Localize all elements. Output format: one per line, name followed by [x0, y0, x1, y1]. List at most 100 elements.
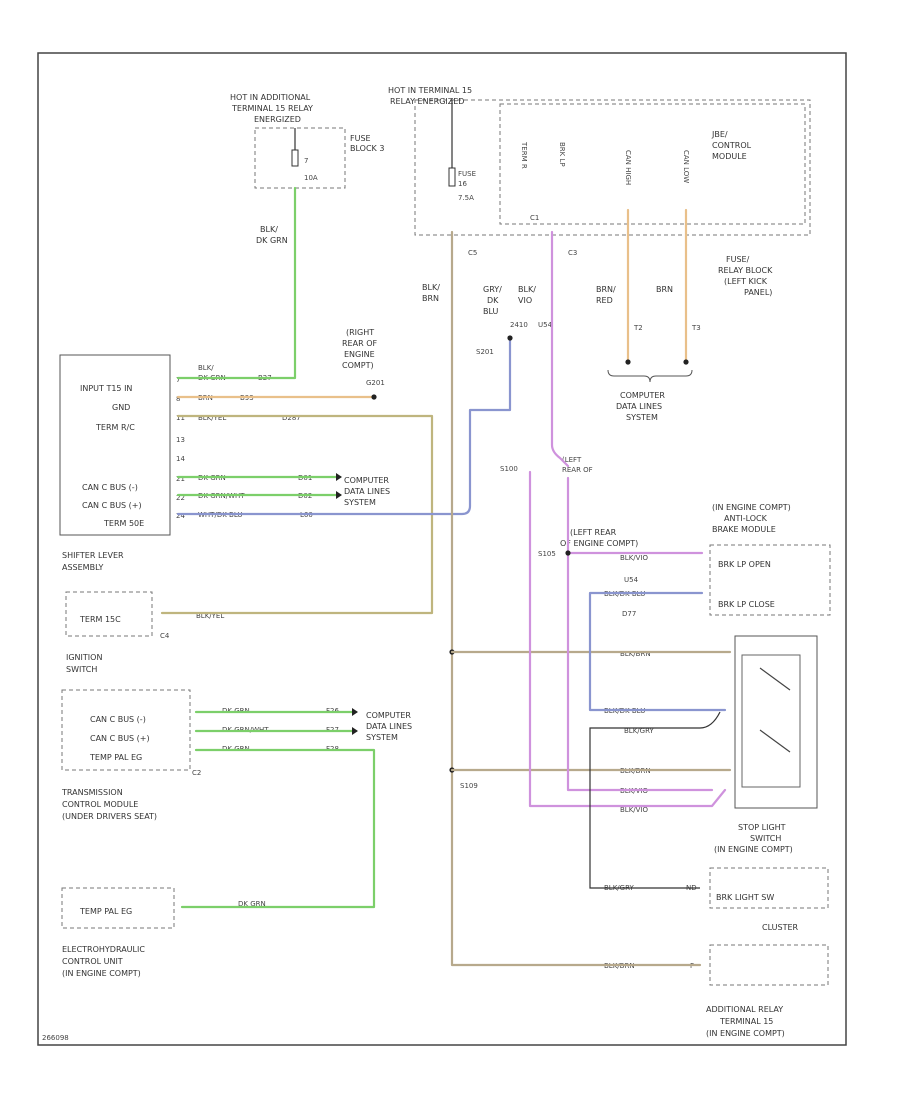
label-ignition-2: SWITCH — [66, 665, 97, 674]
wire-color-gry-dkblu-2: DK — [487, 296, 499, 305]
label-shifter-lever-2: ASSEMBLY — [62, 563, 103, 572]
transmission-control-module-box — [61, 689, 191, 771]
connector-c3: C3 — [568, 249, 577, 257]
shifter-lever-assembly-box — [59, 354, 171, 536]
stop-light-switch-inner — [741, 654, 801, 788]
fuse-block-3-box — [254, 127, 346, 189]
shifter-pin-term-rc: TERM R/C — [95, 423, 135, 432]
ground-point-g201 — [371, 394, 377, 400]
label-right-rear-2: REAR OF — [342, 339, 377, 348]
splice-s105-point — [565, 550, 571, 556]
circuit-d287: D287 — [282, 414, 301, 422]
label-hot-t15-1: HOT IN TERMINAL 15 — [388, 86, 472, 95]
ignition-switch-box — [65, 591, 153, 637]
shifter-pin-number-22: 22 — [176, 494, 185, 502]
fuse16-symbol — [448, 167, 456, 187]
label-tcm-2: CONTROL MODULE — [62, 800, 138, 809]
label-computer-data-mid-3: SYSTEM — [344, 498, 376, 507]
shifter-pin-number-24: 24 — [176, 512, 185, 520]
arrow-tcm-can-minus — [352, 708, 358, 716]
tcm-pin-can-minus: CAN C BUS (-) — [90, 715, 146, 724]
label-computer-data-mid-1: COMPUTER — [344, 476, 389, 485]
switch-contact-2 — [759, 729, 791, 753]
shifter-pin-number-8: 8 — [176, 395, 180, 403]
data-point-t3 — [683, 359, 689, 365]
label-computer-data-mid-2: DATA LINES — [344, 487, 390, 496]
label-term-r: TERM R — [520, 141, 528, 169]
wire-label-blk-dkgrn-s1: BLK/ — [198, 364, 214, 372]
splice-s201-point — [507, 335, 513, 341]
fuse7-number: 7 — [304, 157, 308, 165]
shifter-pin-number-21: 21 — [176, 475, 185, 483]
wire-label-blk-brn-r1: BLK/BRN — [620, 650, 651, 658]
splice-s201: S201 — [476, 348, 494, 356]
label-fuse16-amp: 7.5A — [458, 194, 474, 202]
label-fuse-relay-1: FUSE/ — [726, 255, 750, 264]
shifter-pin-number-7: 7 — [176, 376, 180, 384]
wire-blk-vio-lower — [528, 470, 727, 808]
connector-c1: C1 — [530, 214, 539, 222]
ignition-pin-term15c: TERM 15C — [79, 615, 121, 624]
label-right-rear-1: (RIGHT — [346, 328, 374, 337]
tcm-pin-temp-pal-eg: TEMP PAL EG — [89, 753, 142, 762]
wire-color-brn-red-2: RED — [596, 296, 613, 305]
wire-color-blk-dkgrn-2: DK GRN — [256, 236, 288, 245]
jbe-control-module-box — [499, 103, 806, 225]
label-fuse-relay-3: (LEFT KICK — [724, 277, 768, 286]
connector-c5: C5 — [468, 249, 477, 257]
wire-color-gry-dkblu: GRY/ — [483, 285, 502, 294]
label-computer-data-low-1: COMPUTER — [366, 711, 411, 720]
shifter-pin-can-plus: CAN C BUS (+) — [82, 501, 142, 510]
wire-color-blk-brn-top-2: BRN — [422, 294, 439, 303]
arrow-tcm-can-plus — [352, 727, 358, 735]
label-right-rear-4: COMPT) — [342, 361, 374, 370]
anti-lock-brake-module-box — [709, 544, 831, 616]
wire-label-dkgrn-e: DK GRN — [238, 900, 266, 908]
shifter-pin-number-14: 14 — [176, 455, 185, 463]
wire-color-brn: BRN — [656, 285, 673, 294]
label-cluster: CLUSTER — [762, 923, 799, 932]
label-ehu-3: (IN ENGINE COMPT) — [62, 969, 141, 978]
label-abs-1: (IN ENGINE COMPT) — [712, 503, 791, 512]
label-left-rear-engine-1: (LEFT REAR — [570, 528, 617, 537]
label-stop-light-2: SWITCH — [750, 834, 781, 843]
label-tcm-3: (UNDER DRIVERS SEAT) — [62, 812, 157, 821]
wire-label-blk-yel-ign: BLK/YEL — [196, 612, 224, 620]
label-stop-light-3: (IN ENGINE COMPT) — [714, 845, 793, 854]
data-lines-brace — [607, 369, 693, 383]
label-fuse16: FUSE — [458, 170, 476, 178]
label-jbe-3: MODULE — [712, 152, 747, 161]
label-can-low: CAN LOW — [682, 150, 690, 183]
ehu-pin-temp-pal-eg: TEMP PAL EG — [79, 907, 132, 916]
label-fuse-block-2: BLOCK 3 — [350, 144, 384, 153]
ground-g201: G201 — [366, 379, 385, 387]
wire-shifter-input-t15 — [176, 186, 297, 380]
label-can-high: CAN HIGH — [624, 150, 632, 185]
wire-term-50e — [176, 336, 512, 516]
shifter-pin-number-11: 11 — [176, 414, 185, 422]
tcm-connector-c2: C2 — [192, 769, 201, 777]
label-abs-3: BRAKE MODULE — [712, 525, 776, 534]
wire-color-blk-vio-2: VIO — [518, 296, 532, 305]
label-hot-t15-2: RELAY ENERGIZED — [390, 97, 464, 106]
arrow-can-plus — [336, 491, 342, 499]
wire-tcm-temp-pal-eg — [180, 748, 376, 909]
shifter-pin-input-t15: INPUT T15 IN — [80, 384, 132, 393]
wire-label-blk-vio-r: BLK/VIO — [620, 554, 649, 562]
label-hot-relay-1: HOT IN ADDITIONAL — [230, 93, 311, 102]
switch-contact-1 — [759, 667, 791, 691]
label-jbe-1: JBE/ — [711, 130, 728, 139]
label-additional-relay-2: TERMINAL 15 — [719, 1017, 773, 1026]
arrow-can-minus — [336, 473, 342, 481]
data-point-t2 — [625, 359, 631, 365]
additional-relay-box — [709, 944, 829, 986]
label-left-rear-engine-2: OF ENGINE COMPT) — [560, 539, 638, 548]
circuit-u54: U54 — [538, 321, 553, 329]
electrohydraulic-control-unit-box — [61, 887, 175, 929]
label-shifter-lever-1: SHIFTER LEVER — [62, 551, 124, 560]
label-additional-relay-3: (IN ENGINE COMPT) — [706, 1029, 785, 1038]
label-fuse16-num: 16 — [458, 180, 467, 188]
wires-group — [160, 186, 732, 967]
label-computer-data-top-3: SYSTEM — [626, 413, 658, 422]
